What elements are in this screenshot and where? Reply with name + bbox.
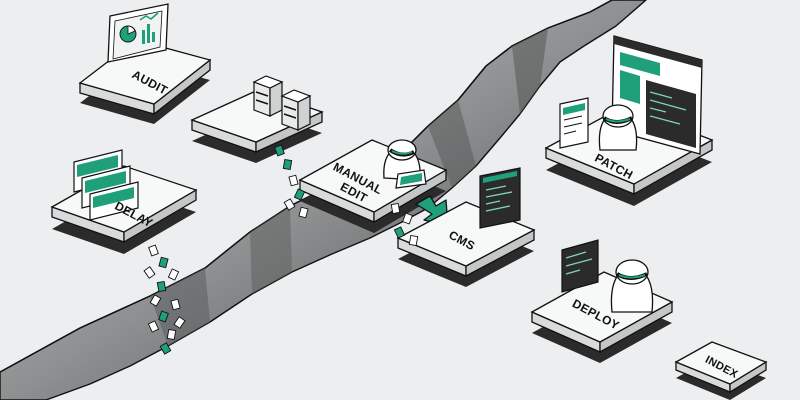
platform-audit: AUDIT [78, 3, 212, 124]
paper-scrap [402, 212, 413, 225]
platform-index: INDEX [674, 341, 768, 400]
paper-scrap [393, 226, 406, 239]
paper-scrap [293, 188, 306, 201]
robot-icon [383, 139, 427, 189]
paper-scrap [170, 298, 181, 311]
paper-scrap [274, 144, 285, 157]
platform-deploy: DEPLOY [530, 239, 674, 363]
paper-scrap [156, 280, 167, 293]
paper-scrap [298, 206, 309, 219]
paper-scrap [173, 316, 186, 329]
document-icon [559, 97, 589, 149]
platform-delay: DELAY [50, 149, 198, 254]
code-panel-icon [479, 167, 521, 229]
paper-scrap [149, 294, 162, 307]
paper-scrap [166, 328, 177, 341]
robot-icon [610, 259, 654, 313]
platform-cms: CMS [396, 167, 536, 287]
platform-patch: PATCH [544, 35, 714, 206]
server-rack-icon [252, 75, 312, 131]
platform-servers [190, 75, 324, 163]
paper-scrap [143, 266, 156, 279]
paper-scrap [390, 202, 401, 215]
robot-icon [598, 104, 638, 151]
paper-scrap [282, 158, 293, 171]
paper-scrap [158, 310, 169, 323]
stacked-cards-icon [73, 149, 139, 221]
paper-scrap [408, 234, 419, 247]
falling-papers [143, 144, 419, 355]
paper-scrap [167, 268, 180, 281]
terminal-icon [561, 239, 599, 293]
paper-scrap [288, 174, 299, 187]
paper-scrap [159, 342, 172, 355]
paper-scrap [148, 244, 159, 257]
paper-scrap [158, 256, 169, 269]
dashboard-monitor-icon [107, 3, 169, 63]
paper-scrap [147, 320, 160, 333]
paper-scrap [283, 198, 296, 211]
